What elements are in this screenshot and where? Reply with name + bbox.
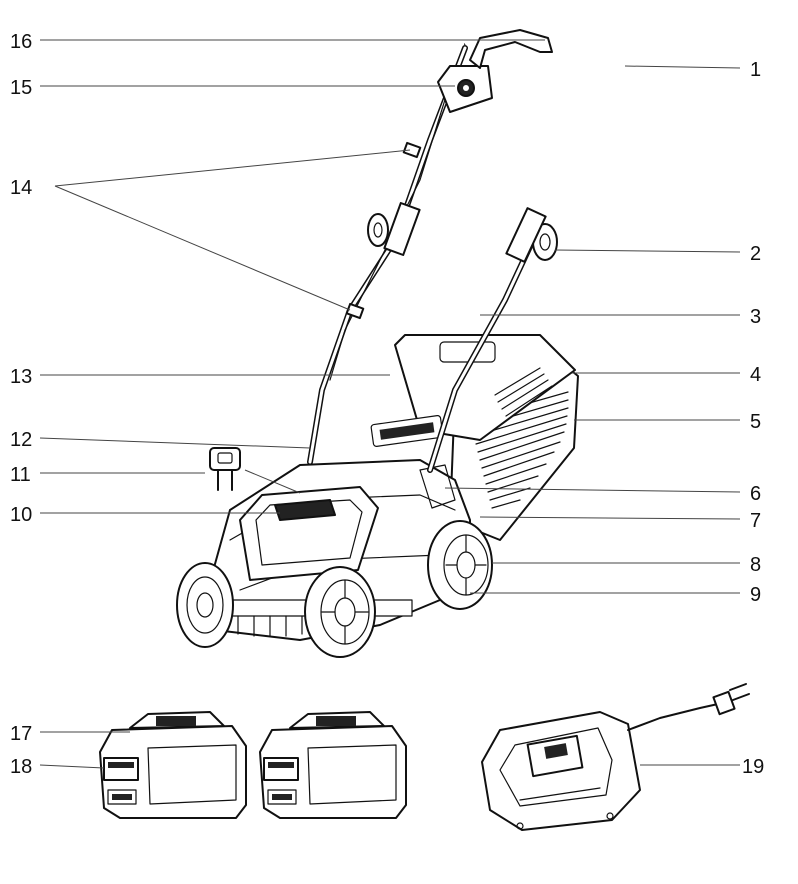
callout-17: 17 <box>10 723 32 745</box>
callout-15: 15 <box>10 77 32 99</box>
callout-13: 13 <box>10 366 32 388</box>
callout-3: 3 <box>750 306 761 328</box>
batteries-illustration <box>100 712 406 818</box>
callout-2: 2 <box>750 243 761 265</box>
charger-illustration <box>482 684 749 830</box>
wheel-rear-left <box>177 563 233 647</box>
callout-4: 4 <box>750 364 761 386</box>
callout-14: 14 <box>10 177 32 199</box>
callout-9: 9 <box>750 584 761 606</box>
callout-12: 12 <box>10 429 32 451</box>
callout-10: 10 <box>10 504 32 526</box>
battery-1 <box>100 712 246 818</box>
lawn-mower-illustration <box>177 24 630 657</box>
safety-key <box>210 448 240 490</box>
wheel-front-left <box>305 567 375 657</box>
leader-lines <box>40 40 740 768</box>
battery-2 <box>260 712 406 818</box>
callout-19: 19 <box>742 756 764 778</box>
callout-16: 16 <box>10 31 32 53</box>
callout-labels: 16 15 14 13 12 11 10 1 2 3 4 5 6 7 8 9 1… <box>10 31 764 778</box>
callout-6: 6 <box>750 483 761 505</box>
callout-5: 5 <box>750 411 761 433</box>
callout-18: 18 <box>10 756 32 778</box>
callout-8: 8 <box>750 554 761 576</box>
callout-11: 11 <box>10 464 31 486</box>
callout-1: 1 <box>750 59 761 81</box>
quick-release-knob-left <box>368 214 388 246</box>
callout-7: 7 <box>750 510 761 532</box>
wheel-rear-right <box>428 521 492 609</box>
